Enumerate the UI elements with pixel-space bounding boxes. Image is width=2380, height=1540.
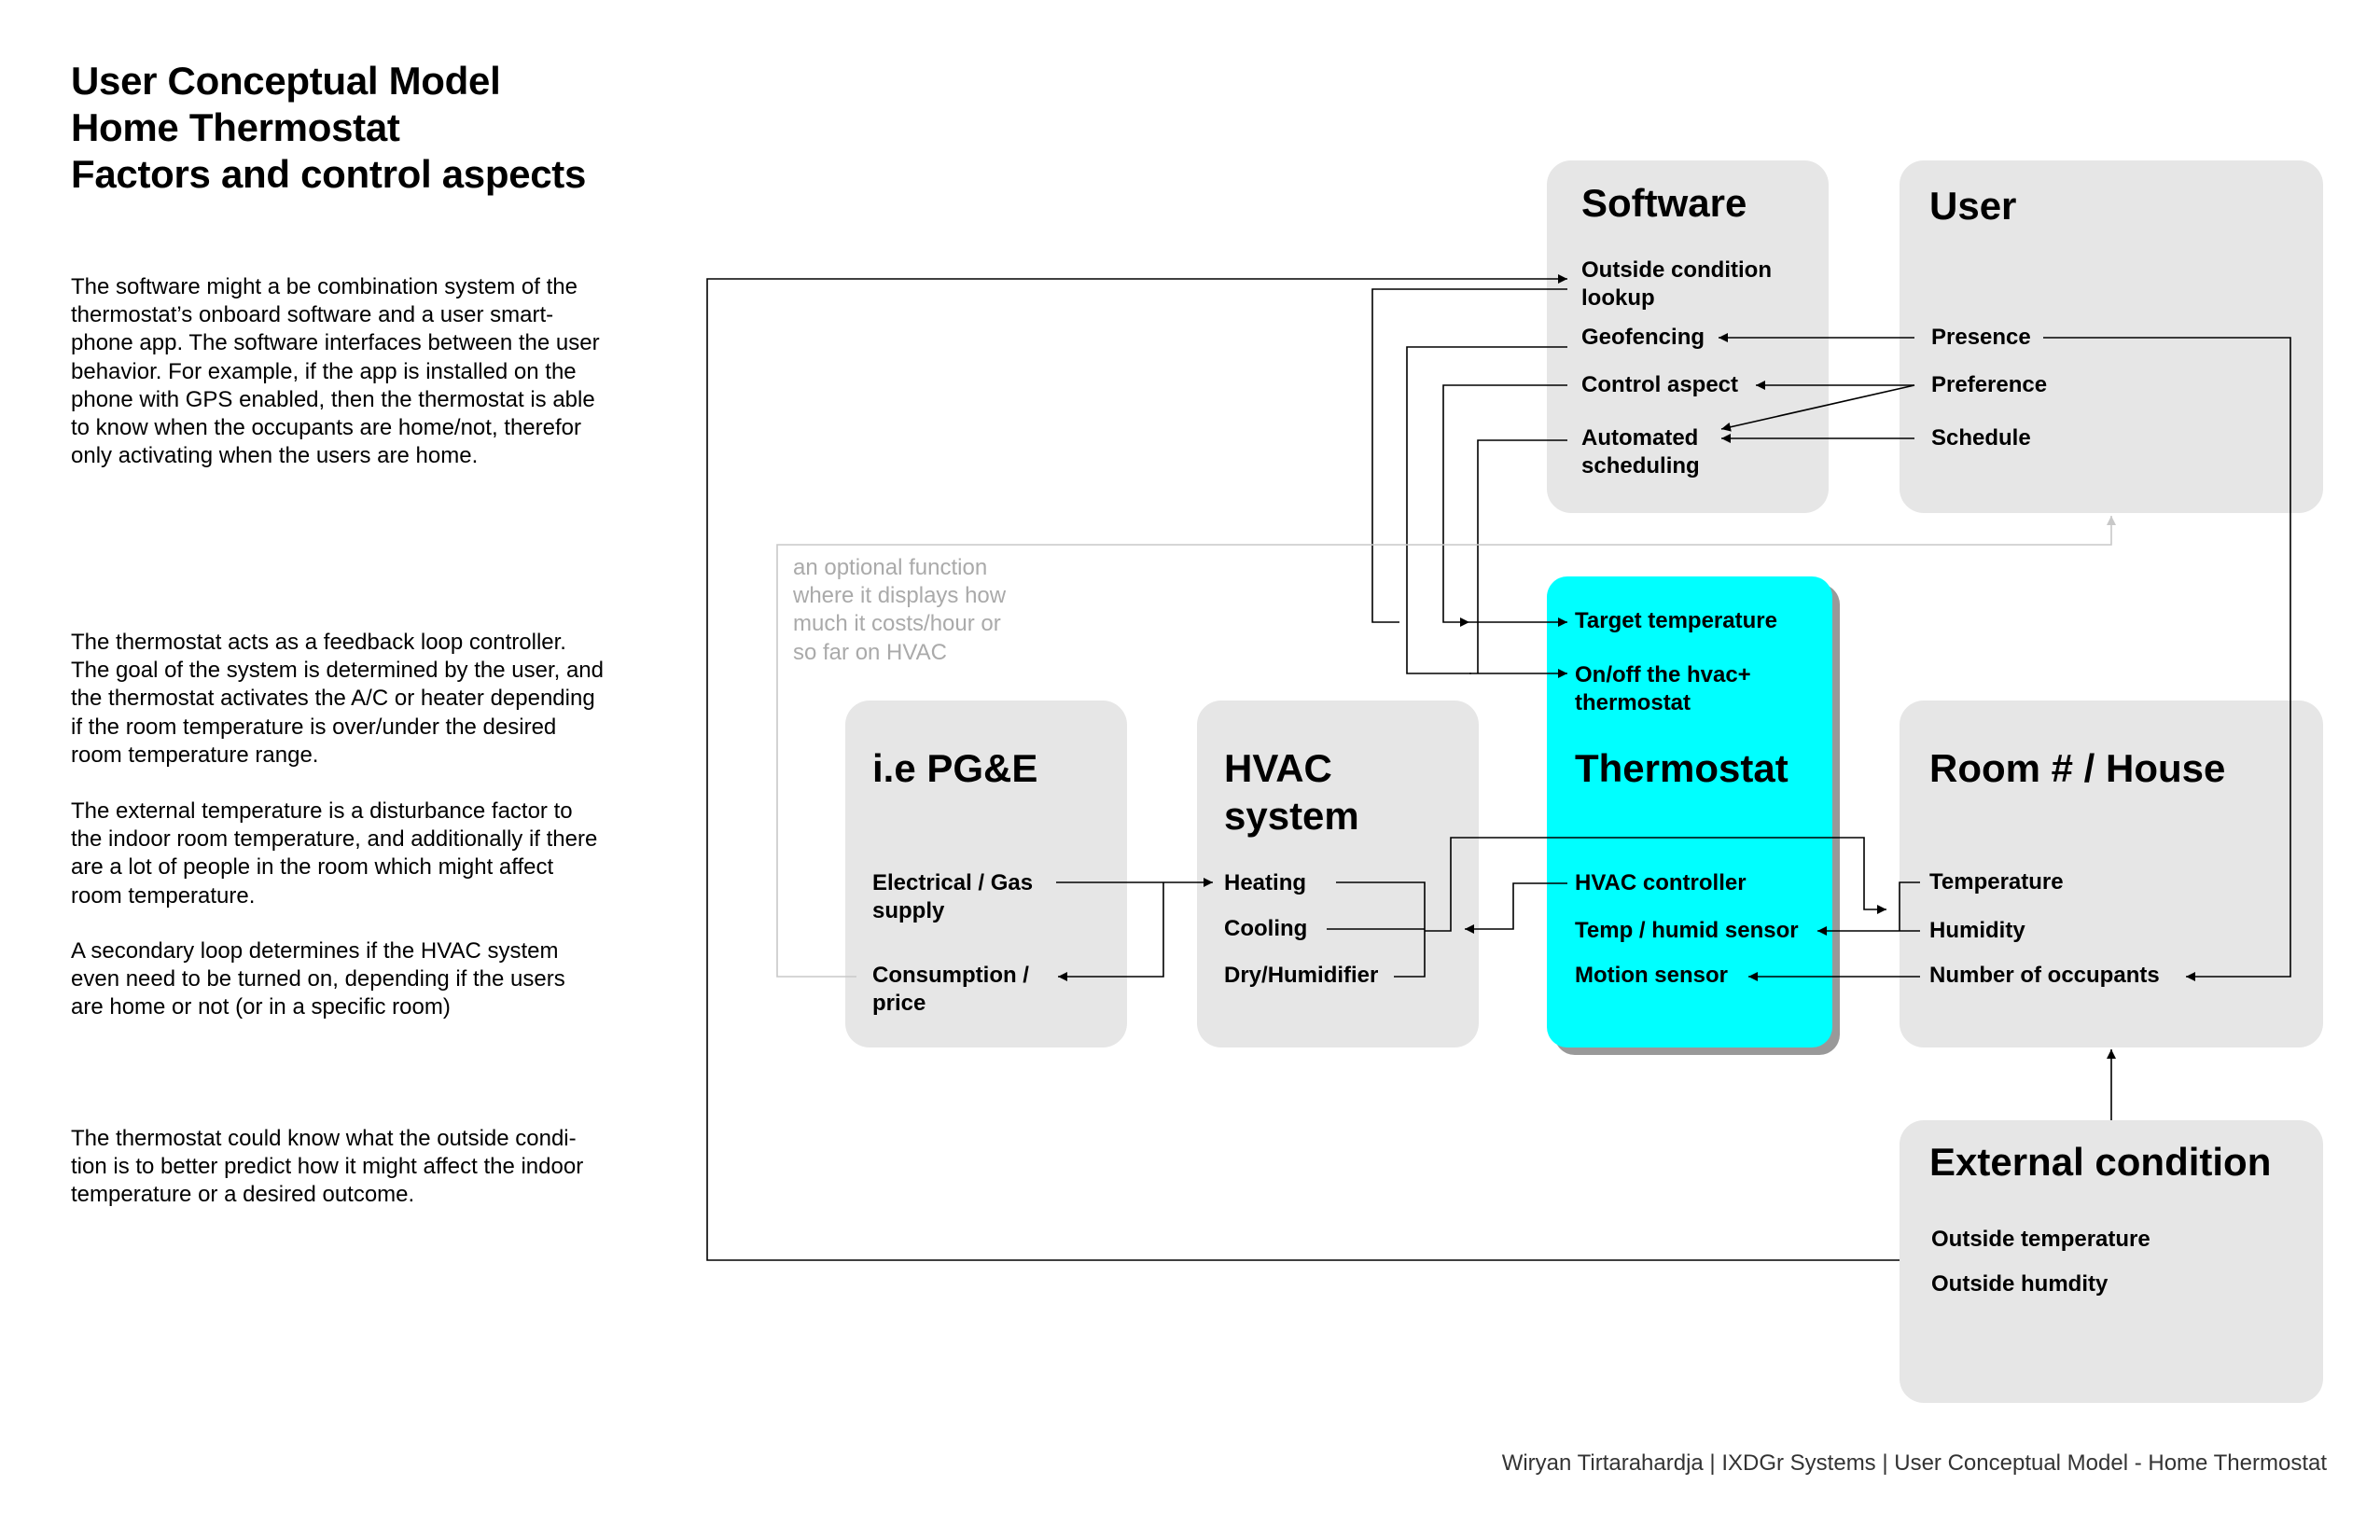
automated-line-2: scheduling — [1581, 453, 1700, 479]
supply-line-1: Electrical / Gas — [872, 870, 1034, 895]
outside-lookup-line-2: lookup — [1581, 285, 1655, 311]
number-of-occupants-label: Number of occupants — [1929, 963, 2160, 988]
title-line-1: User Conceptual Model — [71, 59, 501, 103]
schedule-label: Schedule — [1931, 425, 2031, 451]
thermostat-box — [1547, 576, 1832, 1047]
connector-external-to-lookup — [706, 274, 1900, 1261]
connector-temperature-out — [1899, 881, 1920, 931]
thermostat-title: Thermostat — [1575, 746, 1788, 790]
paragraph-feedback-loop: The thermostat acts as a feedback loop c… — [71, 630, 604, 768]
consumption-line-1: Consumption / — [872, 963, 1029, 988]
connector-heating-out — [1336, 881, 1426, 931]
connector-presence-to-occupants — [2043, 337, 2291, 981]
automated-line-1: Automated — [1581, 425, 1699, 451]
temperature-label: Temperature — [1929, 869, 2064, 895]
presence-label: Presence — [1931, 325, 2031, 350]
supply-line-2: supply — [872, 898, 945, 923]
connector-dry-out — [1394, 931, 1426, 978]
hvac-title-line-2: system — [1224, 794, 1359, 838]
software-box — [1547, 160, 1829, 513]
connector-automated-to-onoff — [1477, 439, 1567, 673]
temp-humid-sensor-label: Temp / humid sensor — [1575, 918, 1799, 943]
paragraph-secondary-loop: A secondary loop determines if the HVAC … — [71, 938, 565, 1020]
motion-sensor-label: Motion sensor — [1575, 963, 1729, 988]
paragraph-software: The software might a be combination syst… — [71, 274, 600, 469]
external-condition-box — [1900, 1120, 2323, 1403]
software-title: Software — [1581, 181, 1747, 225]
connector-lookup-to-target — [1371, 288, 1567, 623]
preference-label: Preference — [1931, 372, 2048, 397]
connector-hvac-to-room — [1425, 837, 1886, 932]
outside-humidity-label: Outside humdity — [1931, 1271, 2109, 1297]
connector-preference-to-automated — [1720, 384, 1915, 432]
paragraph-disturbance: The external temperature is a disturbanc… — [71, 798, 598, 909]
onoff-line-1: On/off the hvac+ — [1575, 662, 1751, 687]
paragraph-outside-condition: The thermostat could know what the outsi… — [71, 1126, 584, 1208]
optional-function-note: an optional function where it displays h… — [793, 555, 1007, 665]
onoff-line-2: thermostat — [1575, 690, 1691, 715]
hvac-controller-label: HVAC controller — [1575, 870, 1747, 895]
outside-lookup-line-1: Outside condition — [1581, 257, 1772, 283]
hvac-title-line-1: HVAC — [1224, 746, 1332, 790]
external-condition-title: External condition — [1929, 1140, 2272, 1184]
connector-controller-to-hvac — [1465, 882, 1567, 934]
page-title: User Conceptual Model Home Thermostat Fa… — [71, 58, 586, 198]
pge-box — [845, 701, 1127, 1047]
user-title: User — [1929, 184, 2017, 228]
title-line-3: Factors and control aspects — [71, 152, 587, 196]
consumption-line-2: price — [872, 991, 926, 1016]
cooling-label: Cooling — [1224, 916, 1308, 941]
room-box — [1900, 701, 2323, 1047]
footer-credit: Wiryan Tirtarahardja | IXDGr Systems | U… — [1501, 1450, 2327, 1476]
connector-geofencing-to-onoff — [1406, 346, 1567, 674]
control-aspect-label: Control aspect — [1581, 372, 1739, 397]
user-box — [1900, 160, 2323, 513]
heating-label: Heating — [1224, 870, 1307, 895]
room-title: Room # / House — [1929, 746, 2226, 790]
connector-heating-to-consumption — [1058, 882, 1164, 981]
pge-title: i.e PG&E — [872, 746, 1038, 790]
humidity-label: Humidity — [1929, 918, 2025, 943]
connector-control-to-target — [1442, 384, 1567, 627]
geofencing-label: Geofencing — [1581, 325, 1705, 350]
hvac-box — [1197, 701, 1479, 1047]
title-line-2: Home Thermostat — [71, 105, 400, 149]
connector-optional-cost-display — [776, 516, 2116, 978]
target-temperature-label: Target temperature — [1575, 608, 1777, 633]
dry-humidifier-label: Dry/Humidifier — [1224, 963, 1379, 988]
outside-temperature-label: Outside temperature — [1931, 1227, 2150, 1252]
